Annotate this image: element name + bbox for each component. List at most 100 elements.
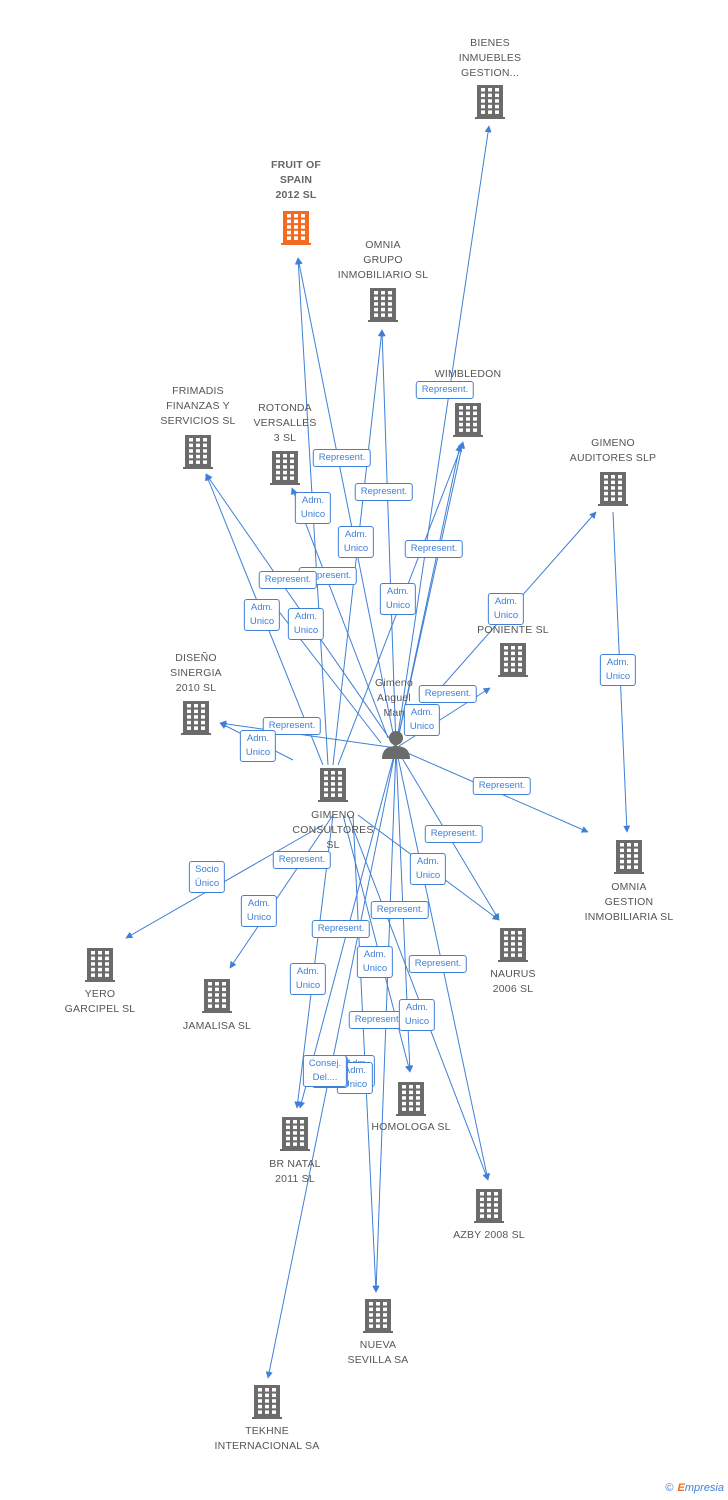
edge-label[interactable]: Represent. — [370, 901, 430, 919]
building-icon[interactable] — [181, 701, 211, 735]
company-label[interactable]: AZBY 2008 SL — [453, 1229, 525, 1241]
edge-label[interactable]: Adm. Unico — [337, 526, 375, 558]
edge-label[interactable]: Consej. Del.... — [302, 1055, 348, 1087]
edge-label[interactable]: Adm. Unico — [287, 608, 325, 640]
edge-line-24 — [347, 814, 490, 1181]
edge-label[interactable]: Adm. Unico — [240, 895, 278, 927]
company-node-jamalisa[interactable]: JAMALISA SL — [183, 1019, 251, 1034]
company-label[interactable]: NUEVA SEVILLA SA — [347, 1339, 409, 1366]
company-node-gimeno_auditores[interactable]: GIMENO AUDITORES SLP — [570, 436, 656, 466]
company-label[interactable]: BR NATAL 2011 SL — [269, 1158, 321, 1185]
building-icon[interactable] — [85, 948, 115, 982]
edge-label[interactable]: Adm. Unico — [243, 599, 281, 631]
company-label[interactable]: GIMENO AUDITORES SLP — [569, 437, 657, 464]
building-icon[interactable] — [270, 451, 300, 485]
edge-label[interactable]: Represent. — [311, 920, 371, 938]
edge-label[interactable]: Adm. Unico — [289, 963, 327, 995]
company-node-frimadis[interactable]: FRIMADIS FINANZAS Y SERVICIOS SL — [160, 384, 235, 429]
edge-label[interactable]: Represent. — [404, 540, 464, 558]
company-node-fruit[interactable]: FRUIT OF SPAIN 2012 SL — [271, 158, 321, 203]
company-label[interactable]: GIMENO CONSULTORES SL — [292, 809, 374, 851]
company-label[interactable]: FRIMADIS FINANZAS Y SERVICIOS SL — [160, 385, 236, 427]
edge-line-0 — [395, 125, 492, 749]
edge-label[interactable]: Adm. Unico — [599, 654, 637, 686]
company-label[interactable]: HOMOLOGA SL — [371, 1121, 451, 1133]
footer: ©Empresia — [665, 1482, 724, 1494]
company-node-diseno[interactable]: DISEÑO SINERGIA 2010 SL — [170, 651, 222, 696]
building-icon[interactable] — [252, 1385, 282, 1419]
edge-label[interactable]: Represent. — [472, 777, 532, 795]
edge-label[interactable]: Adm. Unico — [403, 704, 441, 736]
edge-label[interactable]: Adm. Unico — [379, 583, 417, 615]
company-node-homologa[interactable]: HOMOLOGA SL — [371, 1120, 450, 1135]
edge-label[interactable]: Adm. Unico — [294, 492, 332, 524]
edge-label[interactable]: Adm. Unico — [409, 853, 447, 885]
company-label[interactable]: BIENES INMUEBLES GESTION... — [458, 37, 522, 79]
building-icon[interactable] — [475, 85, 505, 119]
edge-label[interactable]: Socio Único — [188, 861, 226, 893]
building-icon[interactable] — [368, 288, 398, 322]
brand-logo-initial[interactable]: E — [677, 1482, 685, 1494]
company-label[interactable]: DISEÑO SINERGIA 2010 SL — [170, 652, 222, 694]
company-label[interactable]: FRUIT OF SPAIN 2012 SL — [270, 159, 322, 201]
building-icon[interactable] — [598, 472, 628, 506]
edge-line-20 — [229, 814, 334, 969]
building-icon[interactable] — [498, 928, 528, 962]
company-node-omnia_gestion[interactable]: OMNIA GESTION INMOBILIARIA SL — [585, 880, 674, 925]
company-label[interactable]: TEKHNE INTERNACIONAL SA — [214, 1425, 320, 1452]
copyright-symbol: © — [665, 1482, 674, 1494]
edge-line-2 — [378, 329, 397, 749]
edge-label[interactable]: Represent. — [418, 685, 478, 703]
edge-label[interactable]: Represent. — [312, 449, 372, 467]
building-icon[interactable] — [396, 1082, 426, 1116]
company-label[interactable]: JAMALISA SL — [182, 1020, 252, 1032]
icons — [85, 85, 644, 1419]
edge-label[interactable]: Adm. Unico — [398, 999, 436, 1031]
building-icon[interactable] — [363, 1299, 393, 1333]
company-node-wimbledon[interactable]: WIMBLEDON — [435, 367, 502, 382]
company-node-bienes[interactable]: BIENES INMUEBLES GESTION... — [459, 36, 521, 81]
edge-label[interactable]: Represent. — [415, 381, 475, 399]
edge-label[interactable]: Represent. — [272, 851, 332, 869]
building-icon[interactable] — [183, 435, 213, 469]
company-label[interactable]: OMNIA GESTION INMOBILIARIA SL — [584, 881, 674, 923]
company-label[interactable]: YERO GARCIPEL SL — [64, 988, 136, 1015]
person-label[interactable]: Gimeno Anguel Man — [375, 677, 413, 719]
company-node-gimeno_consultores[interactable]: GIMENO CONSULTORES SL — [292, 808, 373, 853]
edge-label[interactable]: Represent. — [258, 571, 318, 589]
building-icon[interactable] — [280, 1117, 310, 1151]
company-node-brnatal[interactable]: BR NATAL 2011 SL — [269, 1157, 320, 1187]
company-label[interactable]: WIMBLEDON — [434, 368, 502, 380]
edge-label[interactable]: Represent. — [408, 955, 468, 973]
edge-line-1 — [295, 257, 397, 749]
company-node-naurus[interactable]: NAURUS 2006 SL — [490, 967, 536, 997]
building-icon[interactable] — [614, 840, 644, 874]
building-icon[interactable] — [281, 211, 311, 245]
building-icon[interactable] — [318, 768, 348, 802]
edge-label[interactable]: Adm. Unico — [356, 946, 394, 978]
company-node-rotonda[interactable]: ROTONDA VERSALLES 3 SL — [253, 401, 316, 446]
person-node[interactable]: Gimeno Anguel Man — [375, 676, 413, 721]
edge-label[interactable]: Adm. Unico — [487, 593, 525, 625]
person-icon[interactable] — [382, 731, 410, 759]
company-label[interactable]: OMNIA GRUPO INMOBILIARIO SL — [337, 239, 429, 281]
brand-logo[interactable]: mpresia — [684, 1482, 724, 1494]
building-icon[interactable] — [453, 403, 483, 437]
building-icon[interactable] — [202, 979, 232, 1013]
company-node-yero[interactable]: YERO GARCIPEL SL — [65, 987, 136, 1017]
edge-line-25 — [352, 814, 380, 1293]
company-node-tekhne[interactable]: TEKHNE INTERNACIONAL SA — [215, 1424, 320, 1454]
edge-label[interactable]: Represent. — [262, 717, 322, 735]
edge-label[interactable]: Represent. — [424, 825, 484, 843]
building-icon[interactable] — [474, 1189, 504, 1223]
edge-label[interactable]: Adm. Unico — [239, 730, 277, 762]
company-node-nueva[interactable]: NUEVA SEVILLA SA — [348, 1338, 409, 1368]
building-icon[interactable] — [498, 643, 528, 677]
edge-line-29 — [290, 487, 389, 739]
company-node-omnia_grupo[interactable]: OMNIA GRUPO INMOBILIARIO SL — [338, 238, 429, 283]
company-label[interactable]: ROTONDA VERSALLES 3 SL — [253, 402, 317, 444]
company-label[interactable]: NAURUS 2006 SL — [490, 968, 536, 995]
company-node-azby[interactable]: AZBY 2008 SL — [453, 1228, 525, 1243]
edge-label[interactable]: Represent. — [354, 483, 414, 501]
